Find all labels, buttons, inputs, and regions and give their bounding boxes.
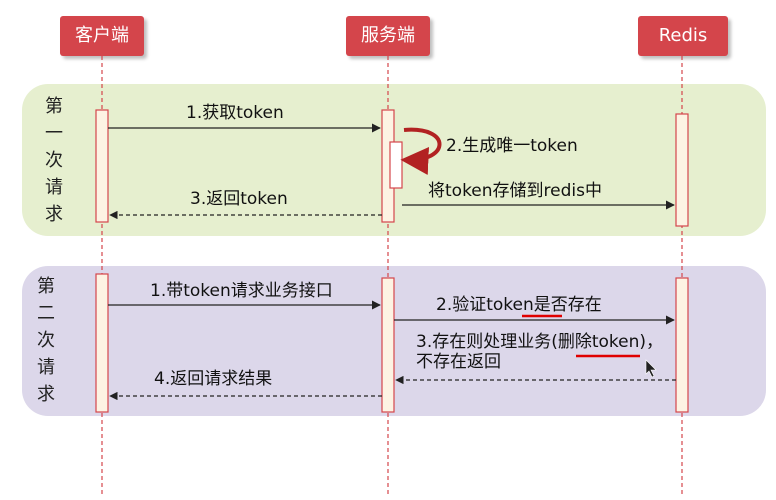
message-return-result: 4.返回请求结果 [154,369,273,389]
first-request-char: 请 [45,177,63,198]
redis-actor: Redis [638,16,728,56]
redis-activation-1 [675,113,689,227]
redis-activation-2 [675,277,689,413]
message-process-business-line1: 3.存在则处理业务(删除token)， [416,332,664,352]
message-process-business-line2: 不存在返回 [416,352,501,372]
message-verify-token: 2.验证token是否存在 [436,295,602,315]
second-request-label: 第 二 次 请 求 [32,273,60,408]
client-activation-2 [95,273,109,413]
server-activation-2 [381,277,395,413]
second-request-char: 第 [37,276,55,297]
server-actor: 服务端 [346,16,430,56]
server-subactivation [389,141,403,189]
client-activation-1 [95,109,109,223]
message-get-token: 1.获取token [186,103,284,123]
second-request-char: 次 [37,330,55,351]
first-request-char: 一 [45,123,63,144]
message-request-with-token: 1.带token请求业务接口 [150,281,333,301]
first-request-char: 次 [45,150,63,171]
first-request-char: 求 [45,204,63,225]
first-request-char: 第 [45,96,63,117]
mouse-cursor-icon [645,359,657,378]
message-return-token: 3.返回token [190,189,288,209]
second-request-char: 请 [37,357,55,378]
message-generate-token: 2.生成唯一token [446,136,578,156]
second-request-char: 求 [37,384,55,405]
second-request-char: 二 [37,303,55,324]
client-actor: 客户端 [60,16,144,56]
message-store-token: 将token存储到redis中 [428,181,602,201]
message-process-business: 3.存在则处理业务(删除token)， 不存在返回 [416,332,676,372]
self-arrow-generate-token [400,127,442,175]
first-request-label: 第 一 次 请 求 [40,93,68,228]
